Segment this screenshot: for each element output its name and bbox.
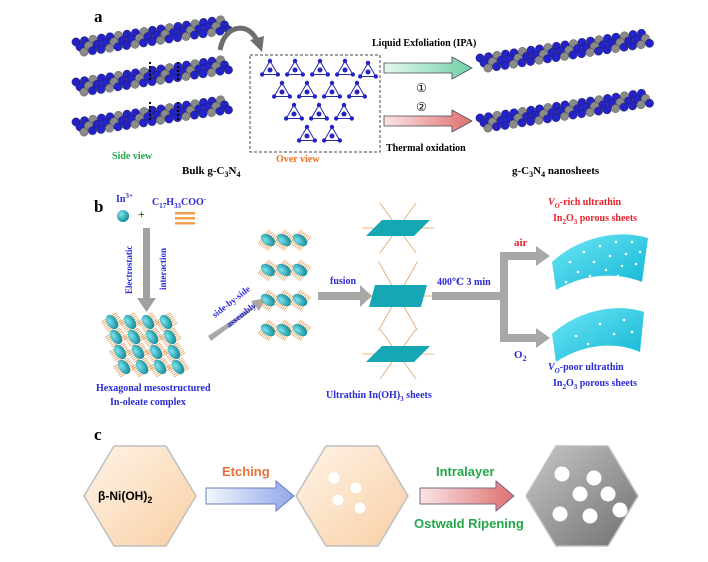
- panel-c-label: c: [94, 425, 102, 444]
- route2-label: Thermal oxidation: [386, 143, 466, 154]
- over-view-box: [249, 54, 381, 153]
- route1-number: ①: [416, 81, 427, 95]
- heating-arrow: [432, 292, 502, 300]
- in3-ion-label: In3+: [116, 192, 133, 205]
- interaction-label: interaction: [158, 248, 168, 290]
- vo-rich-line1: VO-rich ultrathin: [548, 197, 622, 210]
- vo-rich-pores: [564, 240, 642, 284]
- over-view-label: Over view: [276, 154, 320, 165]
- vo-poor-line1: VO-poor ultrathin: [548, 362, 624, 375]
- complex-label-line2: In-oleate complex: [110, 397, 186, 408]
- route2-arrow: [383, 109, 473, 133]
- oleate-ligand-label: C17H33COO-: [152, 195, 207, 210]
- large-pores: [552, 466, 628, 524]
- etched-hexagon: [295, 445, 409, 547]
- etching-label: Etching: [222, 464, 270, 479]
- bulk-layer-3: [71, 95, 233, 137]
- in3-ion-sphere: [117, 210, 129, 222]
- heptazine-network: [259, 58, 379, 143]
- nanosheets-label: g-C3N4 nanosheets: [512, 165, 600, 179]
- bulk-gcn-stack: [71, 15, 233, 137]
- nanosheet-2: [475, 88, 654, 133]
- o2-label: O2: [514, 349, 527, 363]
- bulk-layer-1: [71, 15, 233, 57]
- panel-a-label: a: [94, 7, 103, 26]
- curved-arrow: [217, 25, 264, 52]
- panel-b-label: b: [94, 197, 103, 216]
- etched-pores: [328, 472, 366, 514]
- lamellar-rods: [257, 229, 312, 342]
- vo-rich-sheet: [552, 234, 648, 290]
- route2-number: ②: [416, 100, 427, 114]
- in-oh3-sheets: [359, 202, 437, 380]
- vo-poor-line2: In2O3 porous sheets: [553, 378, 637, 391]
- vo-poor-pores: [574, 318, 634, 352]
- bulk-gcn-label: Bulk g-C3N4: [182, 165, 240, 179]
- nanosheet-1: [475, 28, 654, 73]
- fusion-arrow: [318, 285, 372, 307]
- electrostatic-arrow: [137, 228, 156, 312]
- plus-sign: +: [138, 207, 145, 221]
- side-by-side-arrow: [208, 298, 266, 341]
- vo-poor-sheet: [552, 308, 644, 362]
- electrostatic-label: Electrostatic: [124, 246, 134, 294]
- complex-label-line1: Hexagonal mesostructured: [96, 383, 211, 394]
- bulk-layer-2: [71, 55, 233, 97]
- ripening-arrow: [419, 479, 515, 513]
- gcn-nanosheets: [475, 28, 654, 133]
- route1-label: Liquid Exfoliation (IPA): [372, 38, 476, 49]
- branch-arrows: [500, 246, 550, 348]
- vo-rich-line2: In2O3 porous sheets: [553, 213, 637, 226]
- oleate-ligand-icon: [175, 212, 195, 225]
- in-oleate-complex: [100, 312, 190, 378]
- route1-arrow: [383, 56, 473, 80]
- intralayer-label: Intralayer: [436, 464, 495, 479]
- fusion-label: fusion: [330, 276, 357, 287]
- sheets-label: Ultrathin In(OH)3 sheets: [326, 390, 432, 403]
- ni-oh2-hexagon: [83, 445, 197, 547]
- condition-label: 400℃ 3 min: [437, 277, 491, 288]
- interlayer-dotted-lines: [149, 62, 179, 122]
- side-view-label: Side view: [112, 151, 153, 162]
- ostwald-label: Ostwald Ripening: [414, 516, 524, 531]
- ni-oh2-label: β-Ni(OH)2: [98, 489, 152, 505]
- etching-arrow: [205, 479, 295, 513]
- air-label: air: [514, 237, 528, 249]
